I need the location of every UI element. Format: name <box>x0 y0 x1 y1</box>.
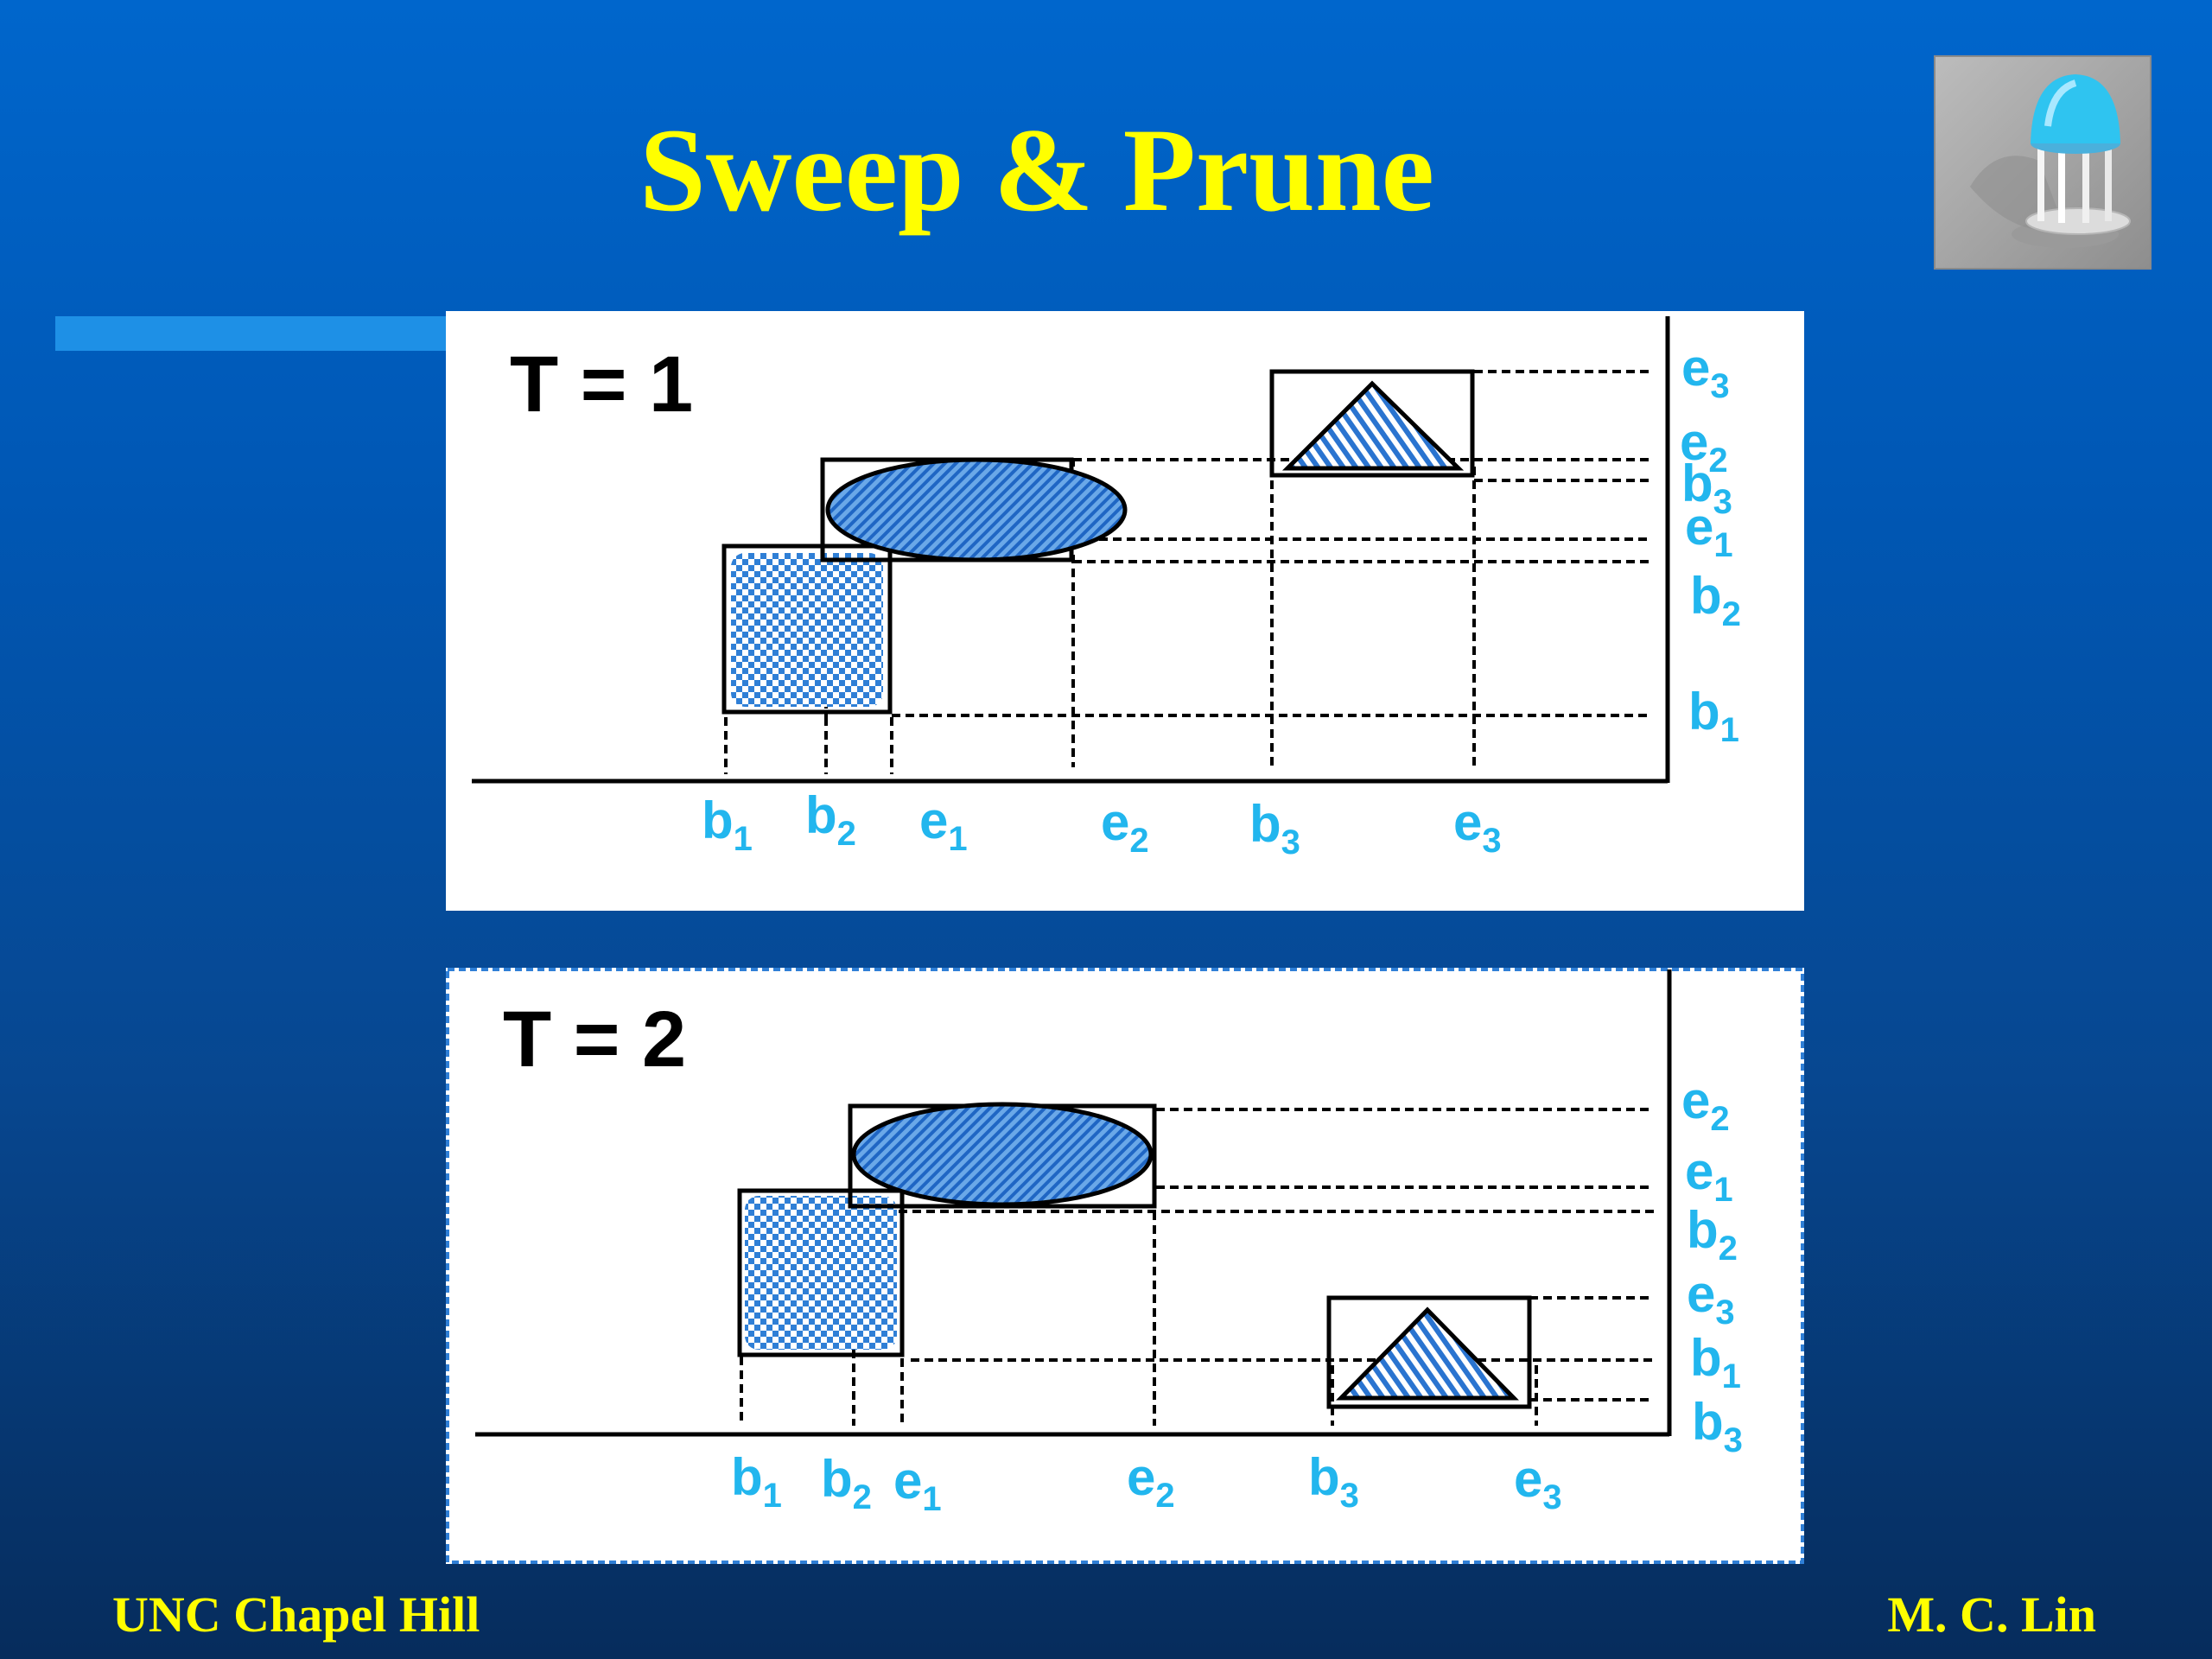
x-label-e2-t2: e2 <box>1127 1448 1175 1515</box>
y-label-b2-t1: b2 <box>1690 567 1741 633</box>
x-label-b2-t2: b2 <box>821 1450 872 1516</box>
box-object-3-t1 <box>1269 369 1475 478</box>
box-object-1-t2 <box>737 1188 905 1357</box>
x-axis-labels-t2: b1 b2 e1 e2 b3 e3 <box>731 1448 1562 1518</box>
hatched-ellipse-t2 <box>851 1102 1154 1207</box>
y-label-e1-t1: e1 <box>1685 498 1733 564</box>
panel-t2: T = 2 b1 b2 e1 <box>446 968 1804 1564</box>
old-well-icon <box>1934 55 2152 270</box>
x-label-b1-t2: b1 <box>731 1448 782 1515</box>
panel-title-t2: T = 2 <box>503 995 686 1084</box>
y-label-b2-t2: b2 <box>1687 1201 1738 1268</box>
striped-triangle-t2 <box>1336 1306 1519 1401</box>
y-label-e3-t1: e3 <box>1681 339 1730 405</box>
y-label-b3-t2: b3 <box>1692 1393 1743 1459</box>
footer-author: M. C. Lin <box>1887 1586 2096 1643</box>
y-label-e1-t2: e1 <box>1685 1142 1733 1209</box>
panel-title-t1: T = 1 <box>510 340 693 429</box>
x-label-e1-t1: e1 <box>919 791 968 858</box>
x-label-e3-t1: e3 <box>1453 793 1502 860</box>
panel-border-t2 <box>446 968 1804 1564</box>
slide-title: Sweep & Prune <box>639 104 1434 236</box>
y-label-e2-t2: e2 <box>1681 1071 1730 1138</box>
x-label-e3-t2: e3 <box>1514 1450 1562 1516</box>
y-axis-labels-t1: e3 e2 b3 e1 b2 b1 <box>1680 339 1741 749</box>
y-label-b1-t1: b1 <box>1688 683 1739 749</box>
sweep-diagram-t2: T = 2 b1 b2 e1 <box>446 968 1804 1564</box>
checker-square-t1 <box>731 553 883 707</box>
footer-institution: UNC Chapel Hill <box>112 1586 480 1643</box>
hatched-ellipse-t1 <box>825 457 1128 563</box>
y-label-b1-t2: b1 <box>1690 1329 1741 1395</box>
x-label-b3-t2: b3 <box>1308 1448 1359 1515</box>
x-label-b3-t1: b3 <box>1249 795 1300 861</box>
sweep-diagram-t1: T = 1 b1 b2 <box>472 316 1741 861</box>
box-object-3-t2 <box>1326 1295 1532 1409</box>
y-axis-labels-t2: e2 e1 b2 e3 b1 b3 <box>1681 1071 1743 1459</box>
y-label-e2-t1: e2 <box>1680 413 1728 480</box>
x-label-e2-t1: e2 <box>1101 793 1149 860</box>
checker-square-t2 <box>745 1196 897 1350</box>
x-label-b2-t1: b2 <box>805 786 856 853</box>
x-label-b1-t1: b1 <box>702 791 753 858</box>
projection-lines-t1 <box>724 370 1652 774</box>
x-axis-labels-t1: b1 b2 e1 e2 b3 e3 <box>702 786 1502 861</box>
striped-triangle-t1 <box>1281 380 1465 471</box>
y-label-e3-t2: e3 <box>1687 1265 1735 1332</box>
y-label-b3-t1: b3 <box>1681 454 1732 521</box>
box-object-1-t1 <box>721 543 893 715</box>
panel-t1: T = 1 b1 b2 <box>446 311 1804 911</box>
title-accent-bar <box>55 316 453 351</box>
x-label-e1-t2: e1 <box>893 1452 942 1518</box>
projection-lines-t2 <box>740 1108 1654 1426</box>
